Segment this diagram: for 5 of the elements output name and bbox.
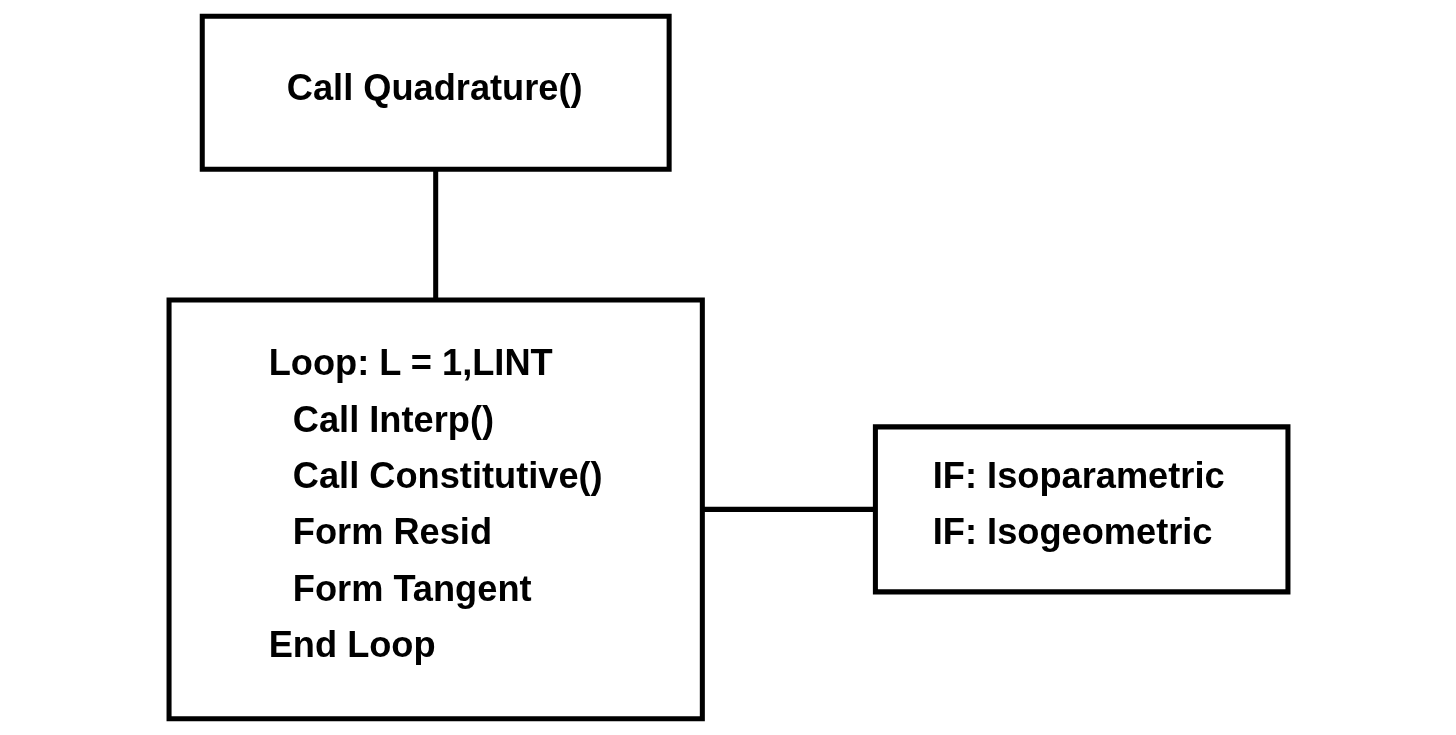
node-box: Loop: L = 1,LINT Call Interp() Call Constitutive() Form Resid Form Tangent End Loop [166,297,705,722]
connector [432,169,438,300]
node-box: IF: Isoparametric IF: Isogeometric [872,424,1290,595]
connector [702,506,875,512]
node-box: Call Quadrature() [199,13,672,172]
